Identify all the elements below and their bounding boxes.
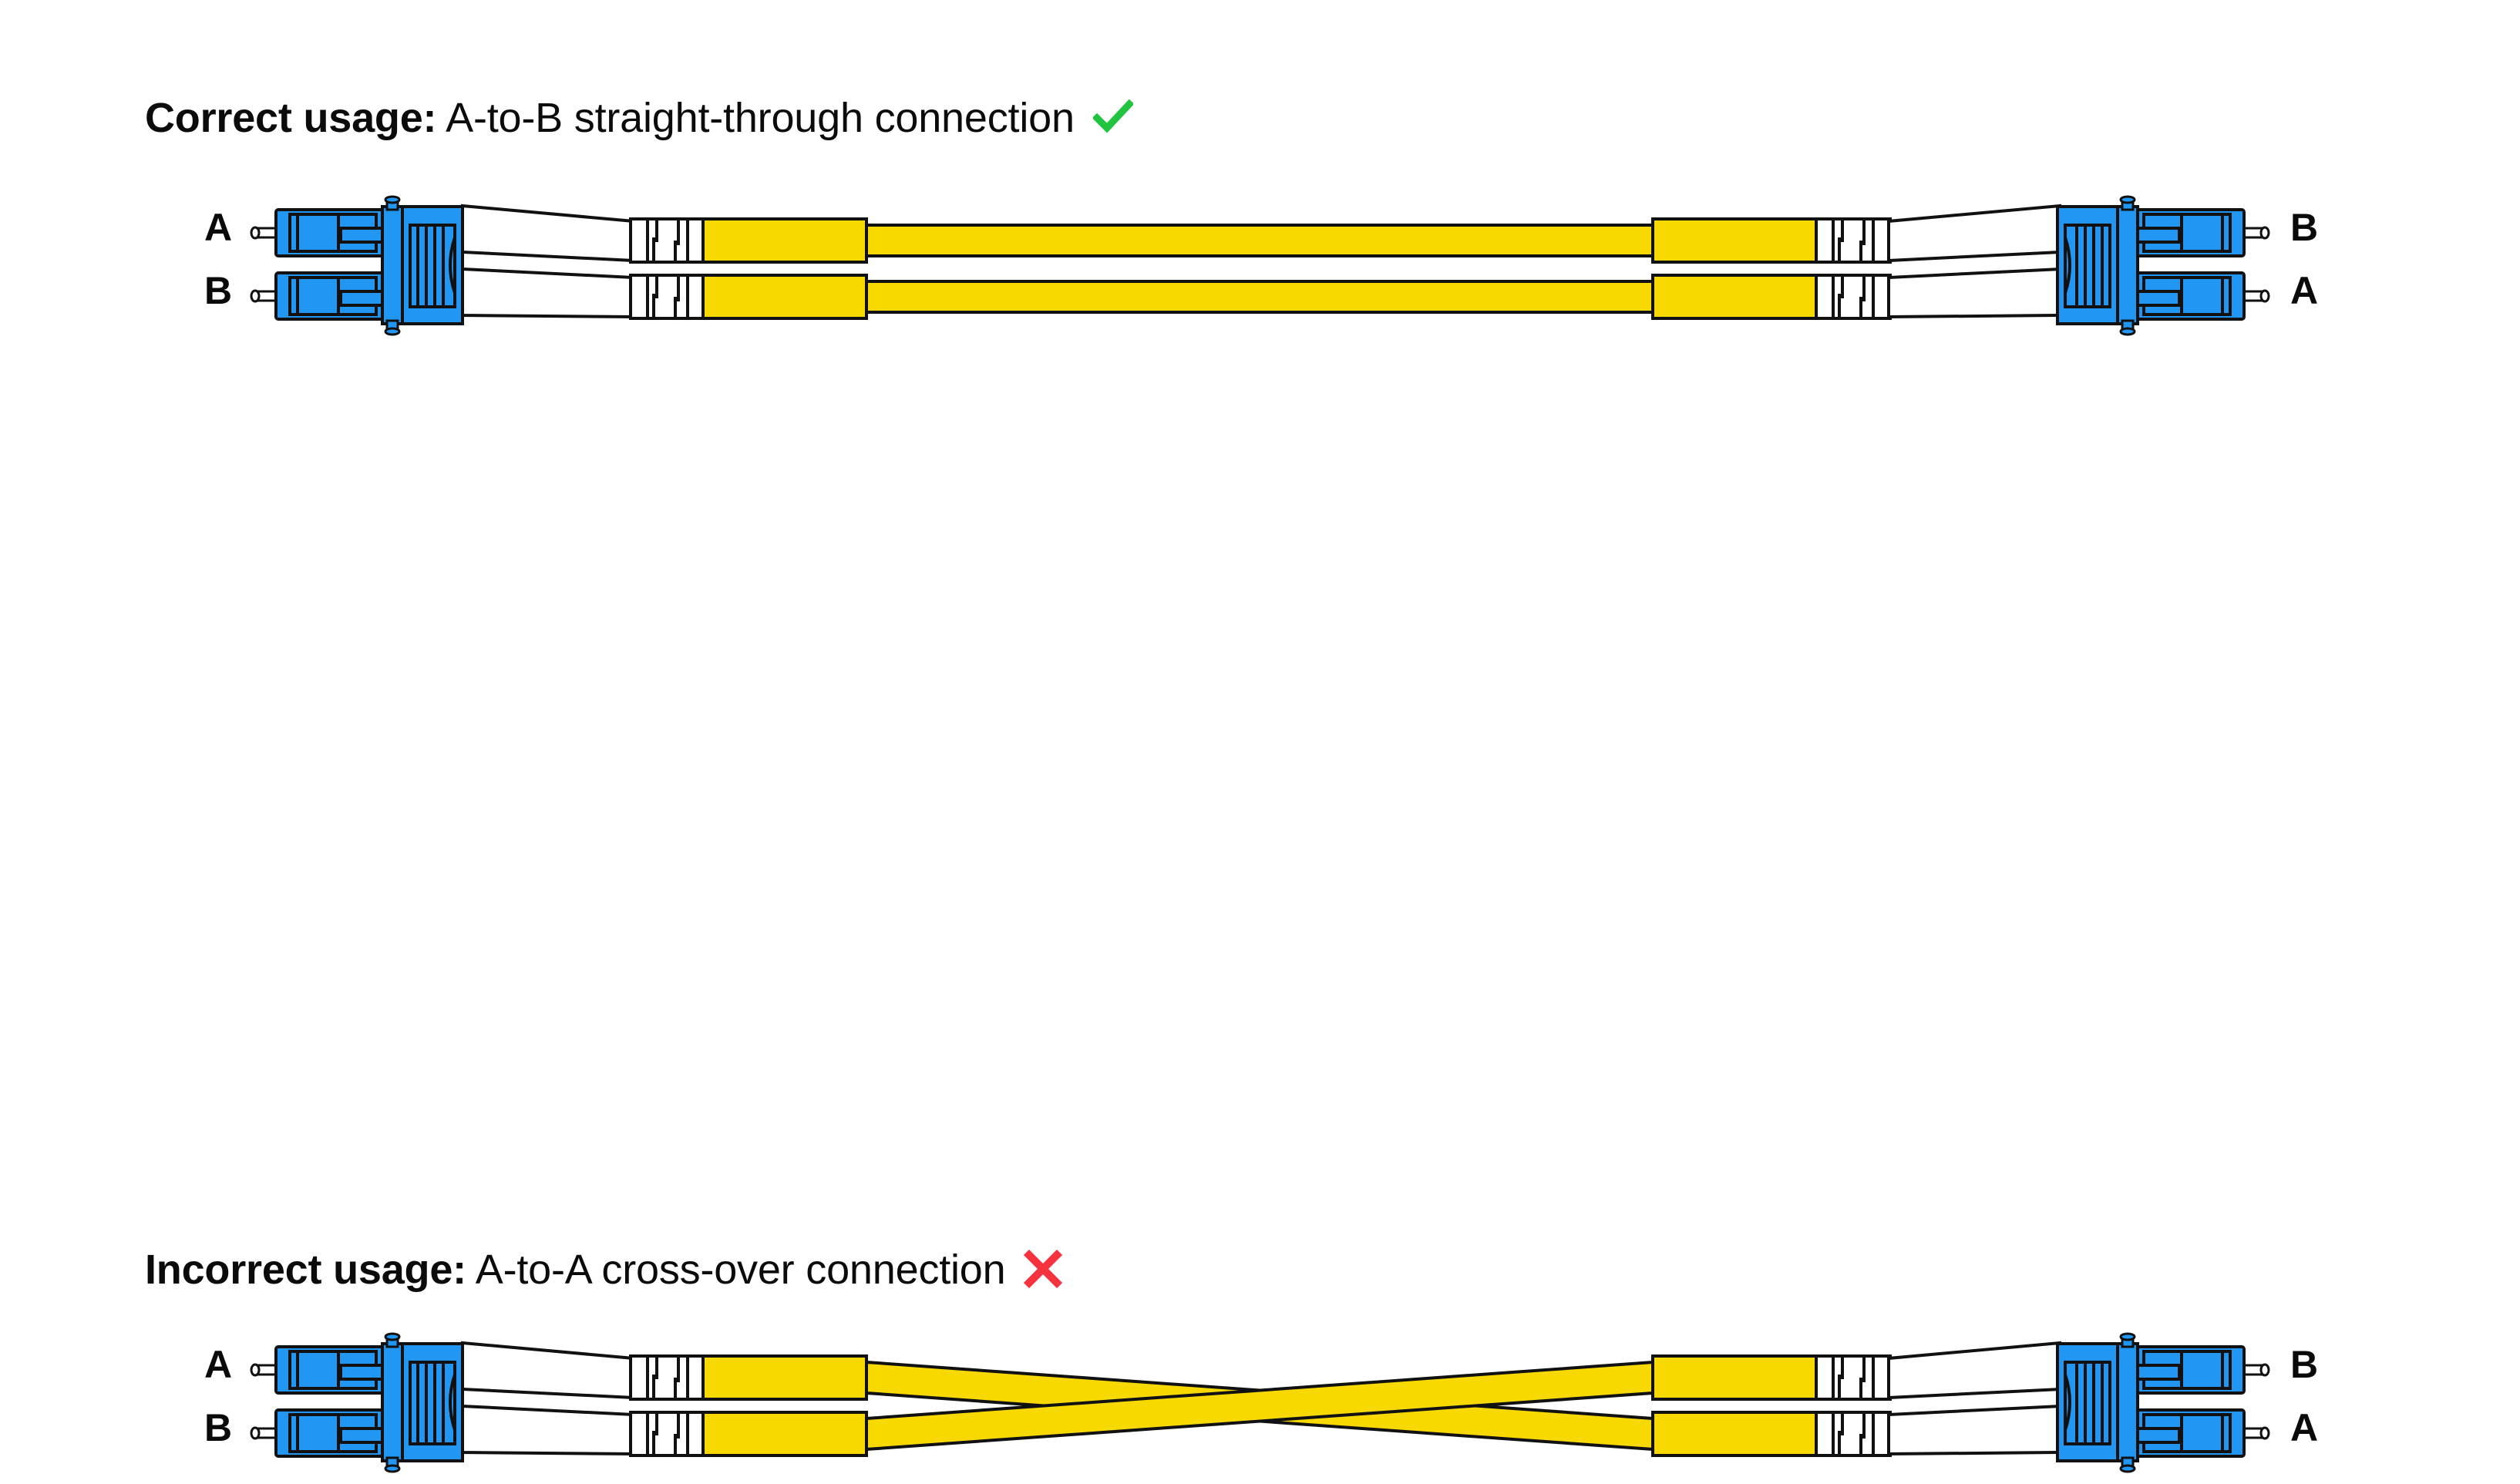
left-label-top: A <box>204 206 232 249</box>
caption-lead: Correct usage: <box>145 95 437 141</box>
strain-relief-boot-right-top <box>1815 217 1892 264</box>
jacket-span-top <box>865 224 1654 257</box>
section-incorrect-usage: Incorrect usage: A-to-A cross-over conne… <box>0 570 2520 1473</box>
caption-incorrect-usage: Incorrect usage: A-to-A cross-over conne… <box>145 1247 1063 1293</box>
strain-relief-boot-right-top <box>1815 1354 1892 1401</box>
right-label-bottom: A <box>2290 269 2318 312</box>
jacket-thick-right-bottom <box>1651 274 1818 320</box>
lc-connector-right <box>2057 197 2269 335</box>
fiber-run-bottom <box>461 267 2061 320</box>
jacket-thick-left-bottom <box>701 274 868 320</box>
caption-rest: A-to-A cross-over connection <box>466 1247 1006 1293</box>
strain-relief-boot-right-bottom <box>1815 274 1892 320</box>
cross-icon <box>1024 1250 1063 1288</box>
lc-connector-left <box>250 195 464 336</box>
right-label-bottom: A <box>2290 1406 2318 1449</box>
left-label-top: A <box>204 1343 232 1386</box>
right-label-top: B <box>2290 206 2318 249</box>
jacket-thick-left-top <box>701 217 868 264</box>
caption-rest: A-to-B straight-through connection <box>436 95 1075 141</box>
caption-lead: Incorrect usage: <box>145 1247 466 1293</box>
caption-correct-usage: Correct usage: A-to-B straight-through c… <box>145 96 1133 139</box>
jacket-span-bottom <box>865 280 1654 314</box>
jacket-thick-left-bottom <box>701 1411 868 1457</box>
left-label-bottom: B <box>204 269 232 312</box>
jacket-thick-right-top <box>1651 217 1818 264</box>
jacket-thick-right-bottom <box>1651 1411 1818 1457</box>
cable-diagram-cross-over: A B B A <box>0 1330 2520 1484</box>
strain-relief-boot-left-top <box>629 217 706 264</box>
strain-relief-boot-right-bottom <box>1815 1411 1892 1457</box>
jacket-thick-right-top <box>1651 1354 1818 1401</box>
fiber-run-top <box>461 204 2061 264</box>
check-icon <box>1092 96 1133 136</box>
lc-connector-right <box>2057 1334 2269 1472</box>
jacket-thick-left-top <box>701 1354 868 1401</box>
cable-diagram-straight-through: A B B A <box>0 193 2520 362</box>
lc-connector-left <box>250 1332 464 1473</box>
strain-relief-boot-left-top <box>629 1354 706 1401</box>
strain-relief-boot-left-bottom <box>629 274 706 320</box>
left-label-bottom: B <box>204 1406 232 1449</box>
section-correct-usage: Correct usage: A-to-B straight-through c… <box>0 0 2520 478</box>
strain-relief-boot-left-bottom <box>629 1411 706 1457</box>
right-label-top: B <box>2290 1343 2318 1386</box>
